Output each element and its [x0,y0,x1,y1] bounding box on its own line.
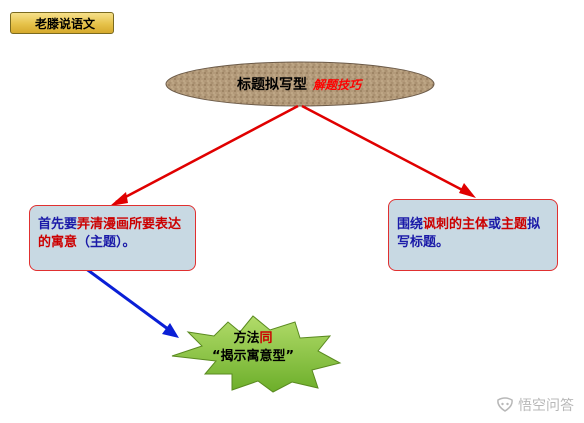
left-node-box: 首先要弄清漫画所要表达的寓意（主题）。 [29,205,196,271]
watermark-text: 悟空问答 [518,398,574,414]
arrow-head-right [459,183,476,198]
left-node-part-2: 弄清漫画所要表达的寓意 [38,217,182,250]
right-node-part-3: 或 [488,217,502,232]
right-node-part-2: 讽刺的主体 [423,217,489,232]
left-node-part-3: （主题）。 [77,235,136,250]
right-node-part-5: 拟写标题。 [397,217,541,250]
arrow-to-right-node [301,104,471,196]
center-node-subtitle: 解题技巧 [312,77,361,92]
watermark: 悟空问答 [496,395,574,415]
star-line2: “揭示寓意型” [211,349,295,364]
arrow-to-left-node [115,104,299,204]
header-label: 老滕说语文 [34,16,95,31]
star-burst [171,315,342,393]
center-oval [165,61,435,107]
header-tag: 老滕说语文 [10,12,114,34]
star-line1-b: 同 [259,331,273,346]
left-node-part-1: 首先要 [38,217,78,232]
wukong-logo-icon [497,397,513,412]
right-node-part-4: 主题 [501,217,528,232]
right-node-box: 围绕讽刺的主体或主题拟写标题。 [388,199,558,271]
right-node-text: 围绕讽刺的主体或主题拟写标题。 [397,216,549,252]
arrow-head-left [110,192,128,206]
left-node-text: 首先要弄清漫画所要表达的寓意（主题）。 [38,216,187,252]
star-line1-a: 方法 [233,331,260,346]
center-node: 标题拟写型 解题技巧 [165,65,433,103]
right-node-part-1: 围绕 [397,217,424,232]
arrow-head-star [162,323,179,338]
star-node-text: 方法同 “揭示寓意型” [165,330,341,366]
center-node-title: 标题拟写型 [236,77,307,93]
